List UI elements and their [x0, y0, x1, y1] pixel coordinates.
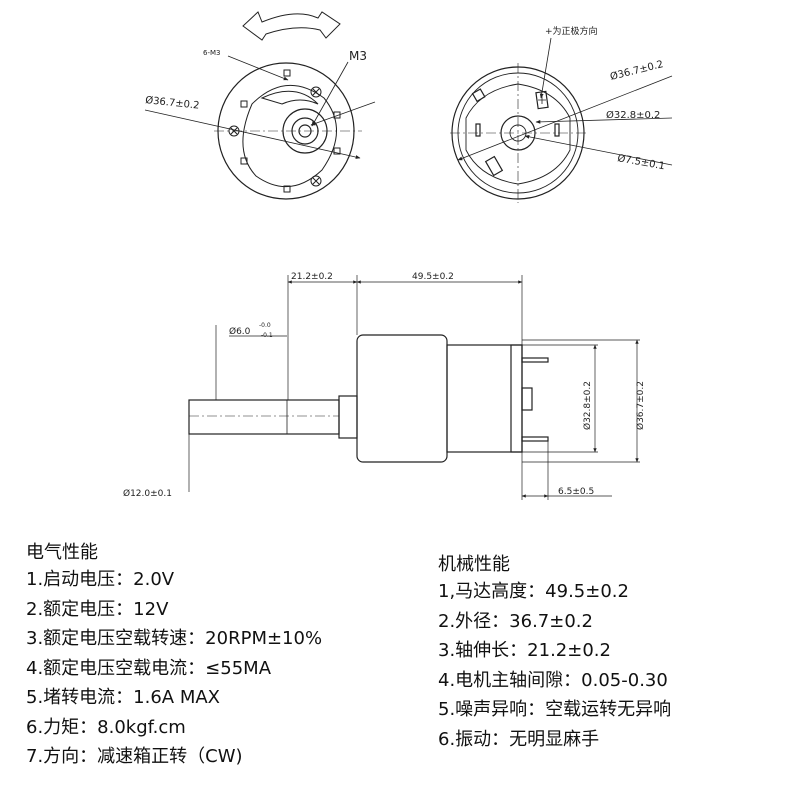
side-view-dimensions: [188, 275, 640, 500]
shaft-diameter-dim: Ø6.0: [229, 326, 251, 337]
shaft-tolerance-lower: -0.1: [261, 332, 273, 339]
spec-item: 5.噪声异响：空载运转无异响: [438, 699, 672, 720]
spec-item: 5.堵转电流：1.6A MAX: [26, 687, 221, 708]
end-cap-inner-contour: [465, 83, 571, 185]
rotation-direction-arrow: [242, 11, 341, 41]
mechanical-specs: 机械性能 1,马达高度：49.5±0.2 2.外径：36.7±0.2 3.轴伸长…: [438, 553, 671, 754]
terminal-length-dim: 6.5±0.5: [558, 487, 594, 497]
spec-item: 6.振动：无明显麻手: [438, 728, 600, 750]
spec-item: 3.额定电压空载转速：20RPM±10%: [26, 628, 323, 649]
output-shaft: [188, 399, 340, 435]
shaft-length-dim: 21.2±0.2: [291, 272, 333, 282]
spec-item: 2.外径：36.7±0.2: [438, 610, 593, 632]
hub-diameter-side-dim: Ø12.0±0.1: [123, 488, 172, 499]
brush-right: [554, 123, 560, 137]
front-view-gearbox: [214, 11, 362, 200]
electrical-specs: 电气性能 1.启动电压：2.0V 2.额定电压：12V 3.额定电压空载转速：2…: [26, 541, 322, 772]
m3-callout: M3: [349, 49, 367, 63]
motor-technical-drawing: 6-M3 M3 Ø36.7±0.2 +为正极方向 Ø36.7±0.2 Ø32.8…: [123, 11, 673, 500]
shaft-diameter-right: Ø7.5±0.1: [616, 152, 665, 172]
spec-item: 2.额定电压：12V: [26, 598, 169, 620]
negative-terminal: [484, 155, 504, 177]
spec-item: 1,马达高度：49.5±0.2: [438, 581, 629, 602]
body-length-dim: 49.5±0.2: [412, 272, 454, 282]
gearbox-body: [356, 334, 448, 463]
hole-callout: 6-M3: [203, 49, 220, 57]
spec-item: 1.启动电压：2.0V: [26, 569, 175, 590]
motor-end-cap: [510, 344, 523, 453]
terminal-top: [521, 357, 549, 363]
tab-top-left: [471, 88, 486, 103]
spec-item: 4.额定电压空载电流：≤55MA: [26, 657, 272, 679]
terminal-base: [521, 387, 533, 411]
spec-item: 7.方向：减速箱正转（CW): [26, 746, 243, 767]
outer-diameter-left: Ø36.7±0.2: [145, 94, 200, 112]
gearbox-pocket: [242, 85, 337, 188]
spec-item: 3.轴伸长：21.2±0.2: [438, 640, 611, 661]
body-diameter-side-dim: Ø32.8±0.2: [582, 381, 593, 430]
body-diameter-right: Ø32.8±0.2: [606, 109, 660, 121]
mechanical-specs-list: 1,马达高度：49.5±0.2 2.外径：36.7±0.2 3.轴伸长：21.2…: [438, 577, 671, 754]
positive-terminal: [535, 90, 549, 110]
terminal-bottom: [521, 436, 549, 442]
mechanical-specs-title: 机械性能: [438, 554, 510, 575]
rear-view-leaders: [457, 37, 673, 166]
spec-item: 4.电机主轴间隙：0.05-0.30: [438, 669, 668, 691]
outer-diameter-side-dim: Ø36.7±0.2: [635, 381, 646, 430]
polarity-note: +为正极方向: [545, 25, 598, 37]
spec-item: 6.力矩：8.0kgf.cm: [26, 716, 186, 738]
shaft-tolerance-upper: -0.0: [259, 322, 271, 329]
front-view-leaders: [144, 55, 376, 159]
rear-view-motor: [450, 63, 586, 203]
electrical-specs-list: 1.启动电压：2.0V 2.额定电压：12V 3.额定电压空载转速：20RPM±…: [26, 565, 322, 772]
electrical-specs-title: 电气性能: [26, 542, 98, 563]
hub-collar: [338, 395, 358, 439]
crescent-cut: [260, 90, 319, 105]
side-view: [188, 334, 549, 463]
outer-diameter-right: Ø36.7±0.2: [609, 58, 665, 83]
brush-left: [475, 123, 481, 137]
